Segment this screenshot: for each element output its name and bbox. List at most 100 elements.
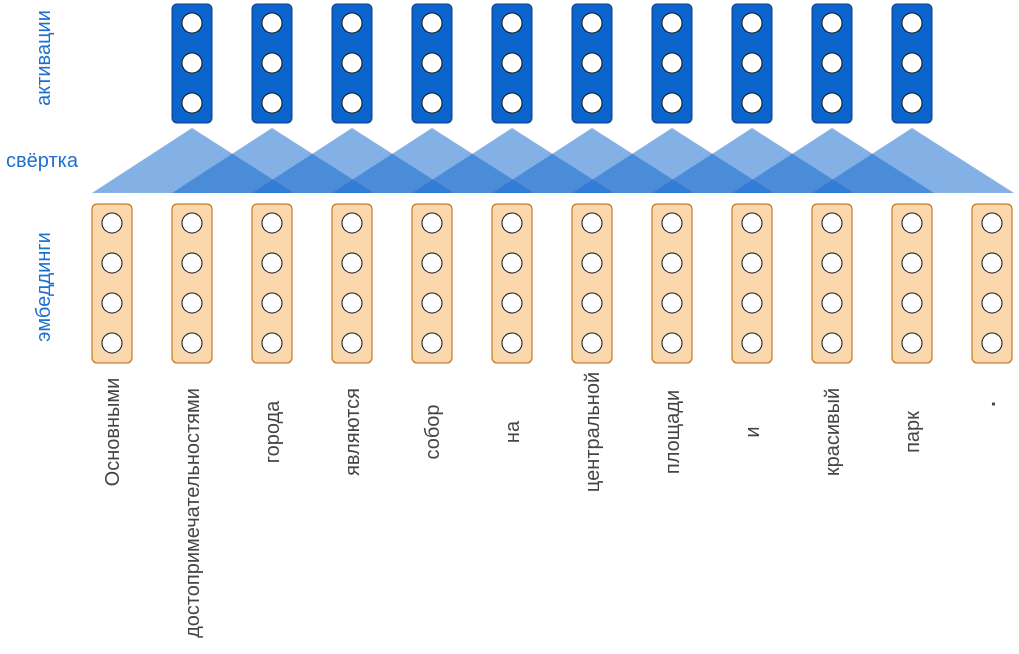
embedding-unit (261, 252, 283, 274)
convolution-windows (92, 128, 1014, 193)
embedding-box (571, 203, 613, 364)
embedding-unit (421, 252, 443, 274)
embedding-unit (581, 332, 603, 354)
embedding-unit (581, 252, 603, 274)
embedding-unit (101, 212, 123, 234)
embedding-box (411, 203, 453, 364)
activation-unit (821, 92, 843, 114)
embedding-unit (581, 292, 603, 314)
embedding-unit (661, 212, 683, 234)
embedding-column (251, 203, 293, 364)
activation-unit (181, 52, 203, 74)
embedding-column (971, 203, 1013, 364)
embedding-column (891, 203, 933, 364)
embedding-unit (821, 332, 843, 354)
embedding-unit (661, 332, 683, 354)
embedding-column (91, 203, 133, 364)
embedding-unit (981, 212, 1003, 234)
embedding-unit (181, 212, 203, 234)
activation-column (331, 3, 373, 124)
embedding-unit (981, 332, 1003, 354)
embedding-unit (501, 212, 523, 234)
token-label: парк (902, 411, 924, 453)
embedding-box (251, 203, 293, 364)
activation-unit (501, 92, 523, 114)
activation-unit (821, 12, 843, 34)
embedding-unit (501, 332, 523, 354)
embedding-unit (101, 332, 123, 354)
activation-unit (421, 12, 443, 34)
activation-unit (661, 12, 683, 34)
embedding-box (91, 203, 133, 364)
embedding-unit (421, 332, 443, 354)
activation-column (251, 3, 293, 124)
embedding-unit (341, 292, 363, 314)
embedding-unit (981, 252, 1003, 274)
embedding-unit (101, 252, 123, 274)
token-labels: Основными достопримечательностями города яв… (102, 372, 1000, 638)
token-label: города (262, 400, 284, 463)
token-label: являются (342, 388, 364, 476)
convolution-window-10 (812, 128, 1014, 193)
convolution-label: свёртка (6, 150, 79, 172)
activation-unit (341, 52, 363, 74)
token-label: . (978, 401, 1000, 407)
embedding-unit (581, 212, 603, 234)
token-label: и (742, 426, 764, 437)
token-label: Основными (102, 378, 124, 487)
embedding-box (491, 203, 533, 364)
activation-columns (171, 3, 933, 124)
embedding-unit (741, 292, 763, 314)
embedding-unit (981, 292, 1003, 314)
token-label: достопримечательностями (182, 388, 204, 638)
embedding-unit (501, 292, 523, 314)
activation-column (571, 3, 613, 124)
embedding-box (171, 203, 213, 364)
embedding-column (411, 203, 453, 364)
embedding-box (891, 203, 933, 364)
embedding-column (491, 203, 533, 364)
embedding-column (651, 203, 693, 364)
activation-unit (501, 12, 523, 34)
embedding-unit (181, 292, 203, 314)
activation-unit (741, 52, 763, 74)
token-label: собор (422, 404, 444, 459)
embedding-unit (501, 252, 523, 274)
activation-unit (581, 12, 603, 34)
embedding-columns (91, 203, 1013, 364)
activation-unit (661, 92, 683, 114)
embedding-unit (821, 252, 843, 274)
embedding-unit (341, 212, 363, 234)
activation-unit (261, 52, 283, 74)
activation-unit (341, 12, 363, 34)
token-label: центральной (582, 372, 604, 492)
embedding-unit (741, 212, 763, 234)
embedding-unit (901, 252, 923, 274)
activation-unit (821, 52, 843, 74)
activation-column (731, 3, 773, 124)
token-label: на (502, 420, 524, 443)
token-label: площади (662, 390, 684, 474)
embedding-box (811, 203, 853, 364)
embedding-column (731, 203, 773, 364)
activation-unit (421, 92, 443, 114)
activation-unit (501, 52, 523, 74)
embedding-unit (821, 212, 843, 234)
embedding-unit (181, 332, 203, 354)
embedding-unit (101, 292, 123, 314)
embedding-unit (741, 252, 763, 274)
embedding-box (971, 203, 1013, 364)
embedding-unit (421, 292, 443, 314)
embedding-column (171, 203, 213, 364)
embedding-box (331, 203, 373, 364)
embedding-unit (181, 252, 203, 274)
embedding-unit (261, 292, 283, 314)
activation-column (651, 3, 693, 124)
embedding-box (651, 203, 693, 364)
embedding-unit (661, 252, 683, 274)
embedding-unit (901, 332, 923, 354)
embedding-unit (261, 212, 283, 234)
activations-label: активации (33, 10, 55, 106)
embedding-unit (901, 212, 923, 234)
